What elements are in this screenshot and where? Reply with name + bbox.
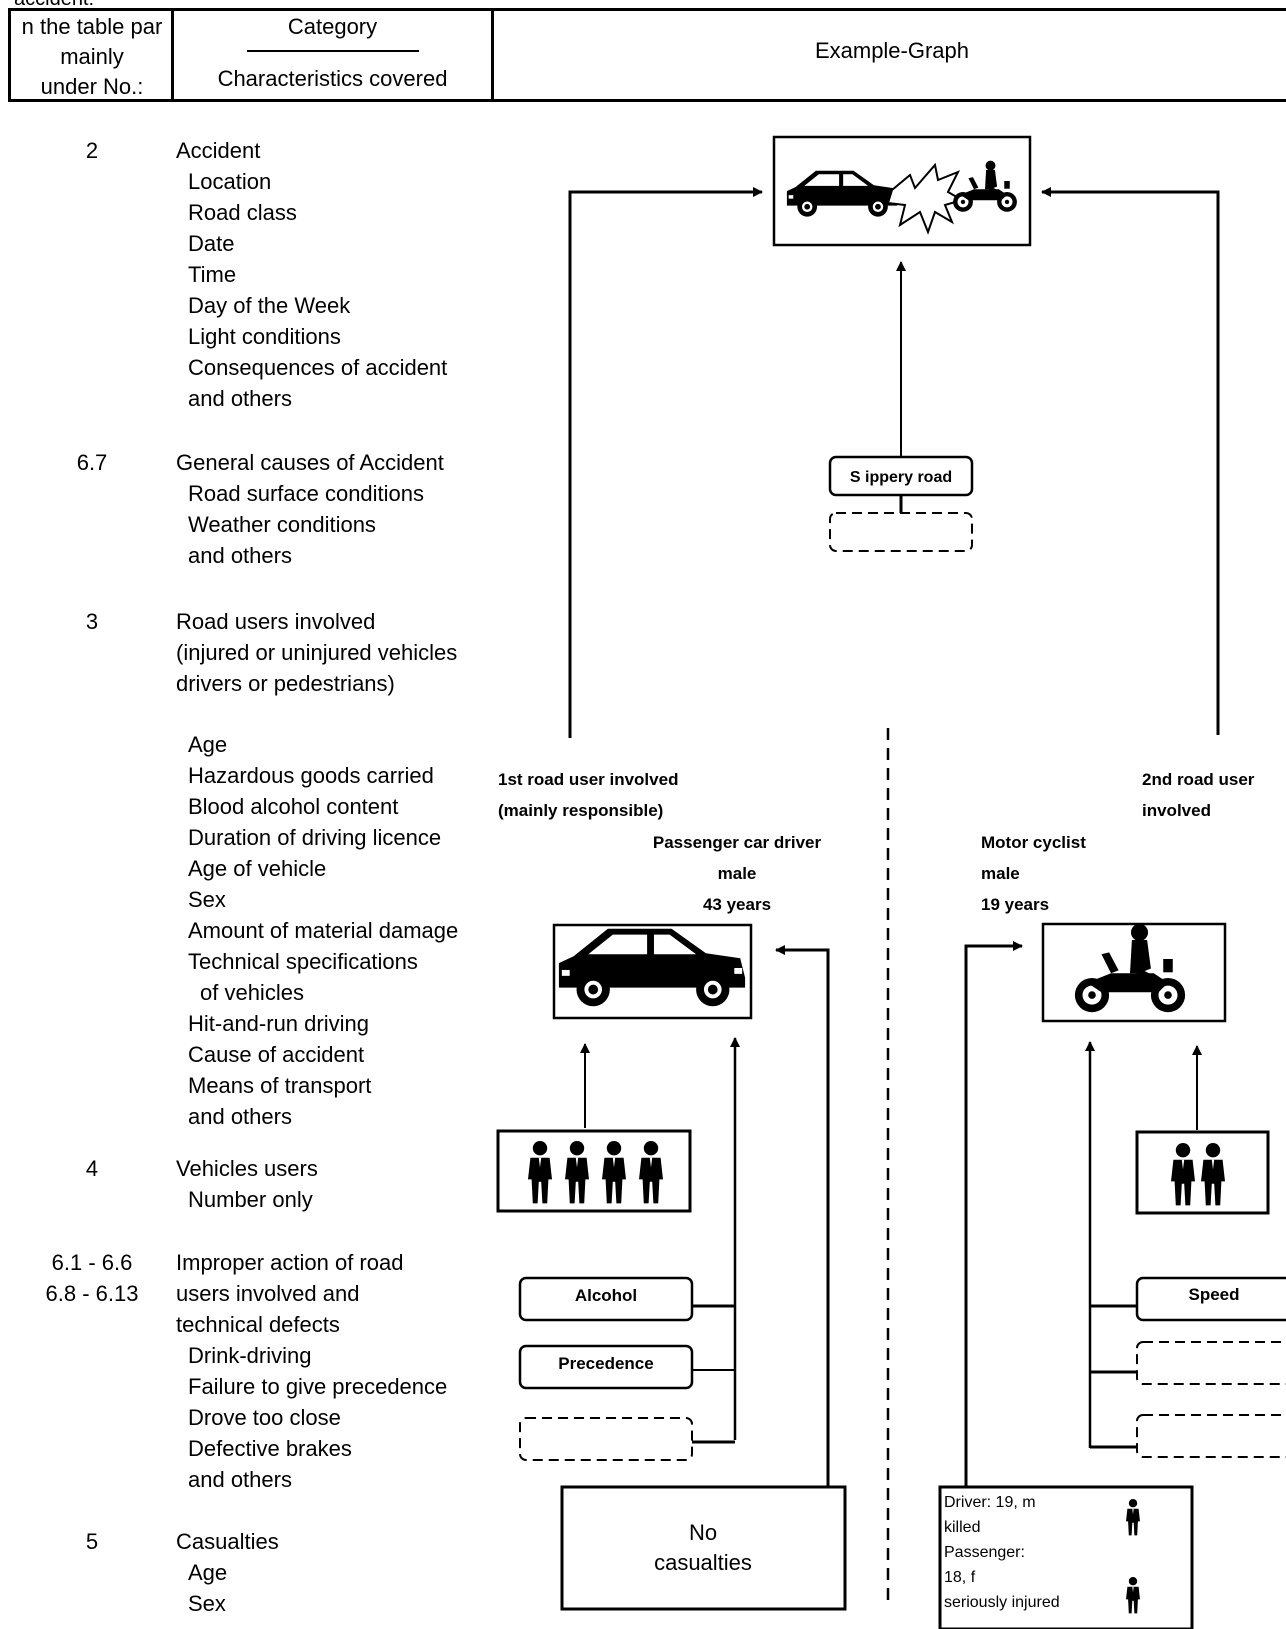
- first-user-label: 1st road user involved: [498, 770, 678, 789]
- cause-box-speed: [1135, 1276, 1286, 1322]
- arrow-casualties-to-motorcycle: [964, 941, 1023, 1488]
- header-category-separator: [246, 50, 419, 52]
- characteristic-item: Hit-and-run driving: [188, 1011, 369, 1036]
- arrow-second-user-to-accident: [1041, 187, 1220, 735]
- first-vehicle-type: Passenger car driver: [653, 833, 822, 852]
- no-casualties-line1: No: [689, 1520, 717, 1545]
- characteristic-item: users involved and: [176, 1281, 360, 1306]
- cause-label-speed: Speed: [1188, 1285, 1239, 1304]
- characteristic-item: Number only: [188, 1187, 313, 1212]
- cause-box-precedence: [518, 1344, 694, 1390]
- characteristic-item: Age: [188, 1560, 228, 1585]
- table-number: 6.1 - 6.6: [51, 1250, 133, 1275]
- cause-box-placeholder: [1136, 1414, 1286, 1458]
- characteristic-item: Weather conditions: [188, 512, 376, 537]
- characteristic-item: Drink-driving: [188, 1343, 312, 1368]
- cause-box-alcohol: [518, 1276, 694, 1322]
- table-number: 3: [85, 609, 99, 634]
- first-vehicle-age: 43 years: [703, 895, 771, 914]
- characteristic-item: Sex: [188, 887, 226, 912]
- characteristic-item: and others: [188, 386, 292, 411]
- characteristic-item: Age: [188, 732, 228, 757]
- characteristic-item: drivers or pedestrians): [176, 671, 395, 696]
- second-vehicle-sex: male: [981, 864, 1020, 883]
- characteristic-item: Cause of accident: [188, 1042, 365, 1067]
- header-col1-line: n the table par: [21, 14, 163, 39]
- characteristic-item: Light conditions: [188, 324, 341, 349]
- category-heading: Casualties: [176, 1529, 279, 1554]
- characteristic-item: Amount of material damage: [188, 918, 459, 943]
- header-divider-1: [171, 8, 174, 102]
- casualty-info-line: seriously injured: [944, 1594, 1060, 1611]
- no-casualties-box: [560, 1485, 847, 1611]
- cause-box-placeholder: [1136, 1341, 1286, 1385]
- casualty-info-line: Driver: 19, m: [944, 1494, 1036, 1511]
- table-header: [8, 8, 1286, 102]
- characteristic-item: technical defects: [176, 1312, 340, 1337]
- second-vehicle-type: Motor cyclist: [981, 833, 1086, 852]
- header-example-graph: Example-Graph: [814, 38, 970, 63]
- casualty-info-line: 18, f: [944, 1569, 976, 1586]
- first-user-sublabel: (mainly responsible): [498, 801, 663, 820]
- table-number: 2: [85, 138, 99, 163]
- characteristic-item: Hazardous goods carried: [188, 763, 434, 788]
- second-vehicle-age: 19 years: [981, 895, 1049, 914]
- table-number: 6.7: [76, 450, 108, 475]
- characteristic-item: Day of the Week: [188, 293, 351, 318]
- characteristic-item: Age of vehicle: [188, 856, 327, 881]
- header-characteristics-label: Characteristics covered: [217, 66, 448, 91]
- general-cause-placeholder-box: [829, 512, 973, 552]
- casualty-info-line: Passenger:: [944, 1544, 1025, 1561]
- characteristic-item: Time: [188, 262, 237, 287]
- category-heading: Vehicles users: [176, 1156, 318, 1181]
- table-number: 5: [85, 1529, 99, 1554]
- casualty-info-line: killed: [944, 1519, 980, 1536]
- characteristic-item: Date: [188, 231, 235, 256]
- characteristic-item: Road surface conditions: [188, 481, 425, 506]
- cause-label-alcohol: Alcohol: [575, 1286, 637, 1305]
- header-divider-2: [491, 8, 494, 102]
- table-number: 4: [85, 1156, 99, 1181]
- category-heading: General causes of Accident: [176, 450, 444, 475]
- header-category-label: Category: [287, 14, 378, 39]
- characteristic-item: Blood alcohol content: [188, 794, 399, 819]
- slippery-road-label: S ippery road: [850, 469, 952, 486]
- header-col-table-number: n the table par mainly under No.:: [12, 12, 172, 102]
- characteristic-item: Failure to give precedence: [188, 1374, 448, 1399]
- cause-label-precedence: Precedence: [558, 1354, 653, 1373]
- header-col1-line: mainly: [60, 44, 124, 69]
- characteristic-item: and others: [188, 1467, 292, 1492]
- characteristic-item: Location: [188, 169, 272, 194]
- no-casualties-line2: casualties: [654, 1550, 752, 1575]
- characteristic-item: of vehicles: [200, 980, 304, 1005]
- header-col-category: Category Characteristics covered: [174, 12, 491, 94]
- second-vehicle-occupants-box: [1135, 1130, 1270, 1215]
- category-heading: Accident: [176, 138, 261, 163]
- header-col1-line: under No.:: [40, 74, 144, 99]
- characteristic-item: Means of transport: [188, 1073, 372, 1098]
- casualty-info-box: [938, 1485, 1194, 1629]
- characteristic-item: Technical specifications: [188, 949, 418, 974]
- arrow-first-user-to-accident: [568, 187, 763, 738]
- characteristic-item: and others: [188, 1104, 292, 1129]
- second-user-label: 2nd road user: [1142, 770, 1255, 789]
- first-vehicle-sex: male: [718, 864, 757, 883]
- crash-burst-icon: [886, 162, 965, 235]
- characteristic-item: Defective brakes: [188, 1436, 352, 1461]
- characteristic-item: Sex: [188, 1591, 226, 1616]
- characteristic-item: and others: [188, 543, 292, 568]
- characteristic-item: Road class: [188, 200, 297, 225]
- cause-box-placeholder: [519, 1417, 693, 1461]
- characteristic-item: (injured or uninjured vehicles: [176, 640, 458, 665]
- top-fragment-text: accident:: [14, 0, 94, 11]
- category-heading: Road users involved: [176, 609, 376, 634]
- arrow-casualties-to-car: [775, 945, 830, 1488]
- characteristic-item: Duration of driving licence: [188, 825, 442, 850]
- table-number: 6.8 - 6.13: [45, 1281, 139, 1306]
- characteristic-item: Drove too close: [188, 1405, 341, 1430]
- characteristic-item: Consequences of accident: [188, 355, 448, 380]
- second-user-sublabel: involved: [1142, 801, 1211, 820]
- characteristic-item: Improper action of road: [176, 1250, 404, 1275]
